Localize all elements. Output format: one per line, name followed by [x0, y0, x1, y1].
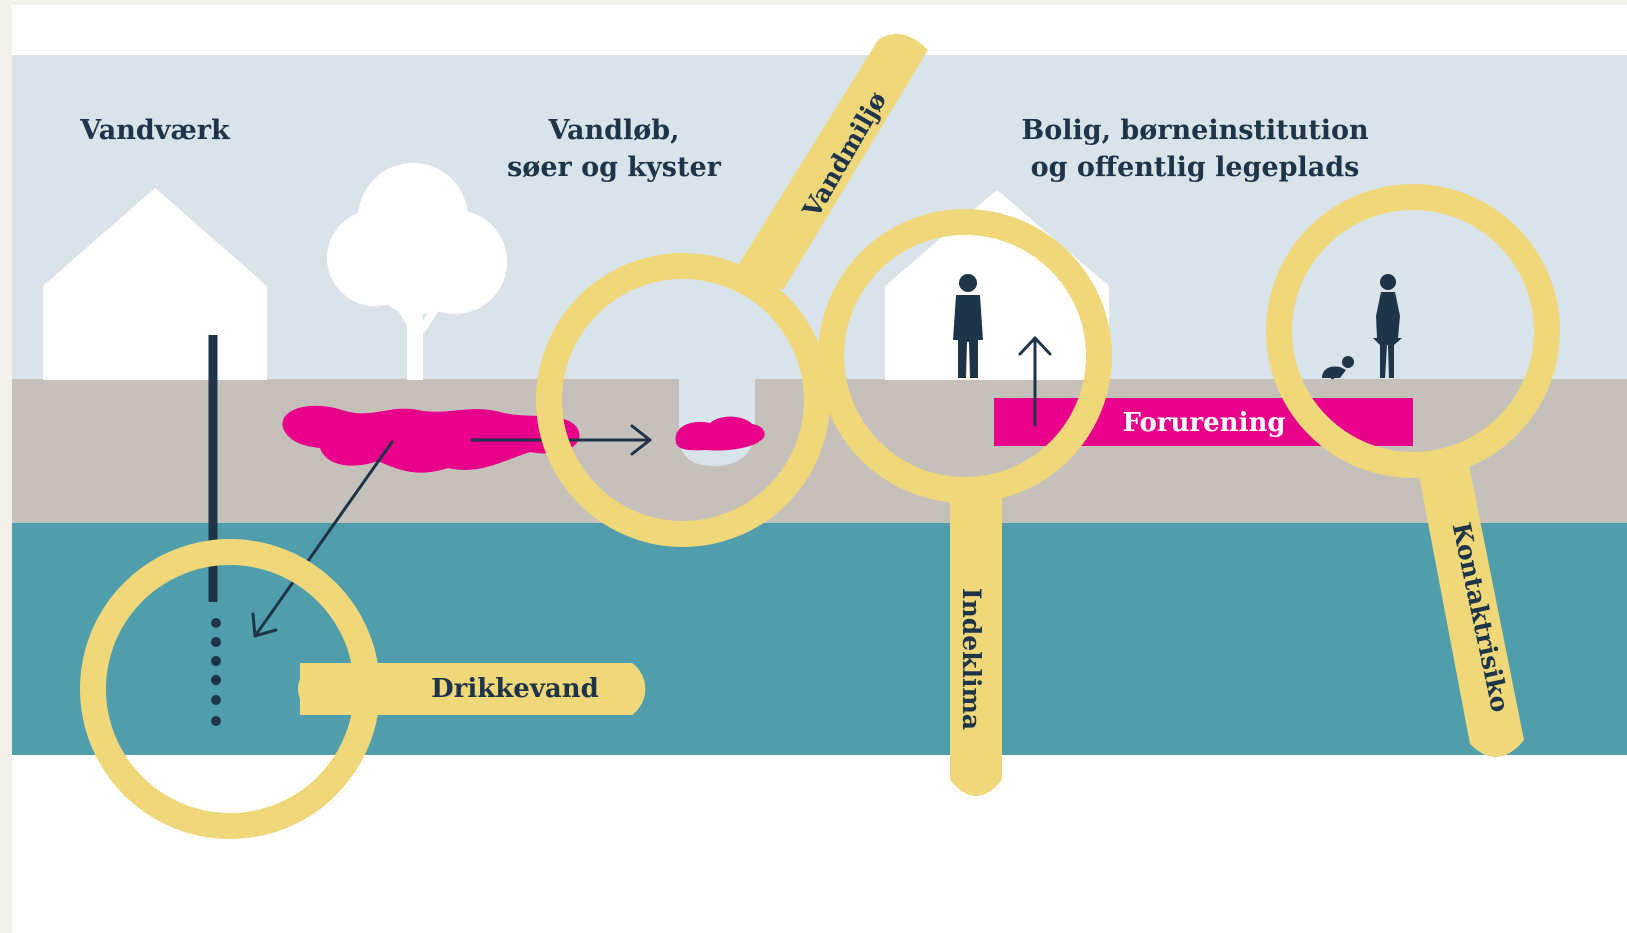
magnifier-indeklima — [818, 209, 1112, 796]
arrow-vapour-up — [1018, 336, 1052, 427]
waterworks-house — [43, 188, 267, 380]
stream-pollution — [675, 416, 765, 451]
well-pipe-dots — [211, 618, 221, 726]
magnifier-label-indeklima: Indeklima — [957, 587, 986, 731]
magnifier-vandmiljo — [536, 33, 928, 547]
label-vandvaerk: Vandværk — [80, 115, 230, 146]
magnifier-label-drikkevand: Drikkevand — [431, 674, 599, 704]
label-bolig-line1: Bolig, børneinstitution — [1021, 115, 1369, 146]
label-bolig-line2: og offentlig legeplads — [1030, 152, 1360, 183]
header-strip — [0, 0, 1627, 5]
adult-figure-icon — [953, 274, 983, 378]
arrow-to-groundwater — [251, 440, 394, 638]
residence-house — [885, 190, 1109, 380]
label-vandlob-line1: Vandløb, — [548, 115, 680, 146]
woman-figure-icon — [1373, 274, 1402, 378]
magnifier-drikkevand — [80, 539, 646, 839]
magnifier-kontaktrisiko — [1266, 184, 1560, 758]
baby-figure-icon — [1322, 356, 1354, 379]
pollution-plume — [282, 405, 580, 473]
tree-icon — [327, 163, 507, 380]
label-forurening: Forurening — [1122, 408, 1286, 438]
label-vandlob-line2: søer og kyster — [507, 152, 721, 183]
